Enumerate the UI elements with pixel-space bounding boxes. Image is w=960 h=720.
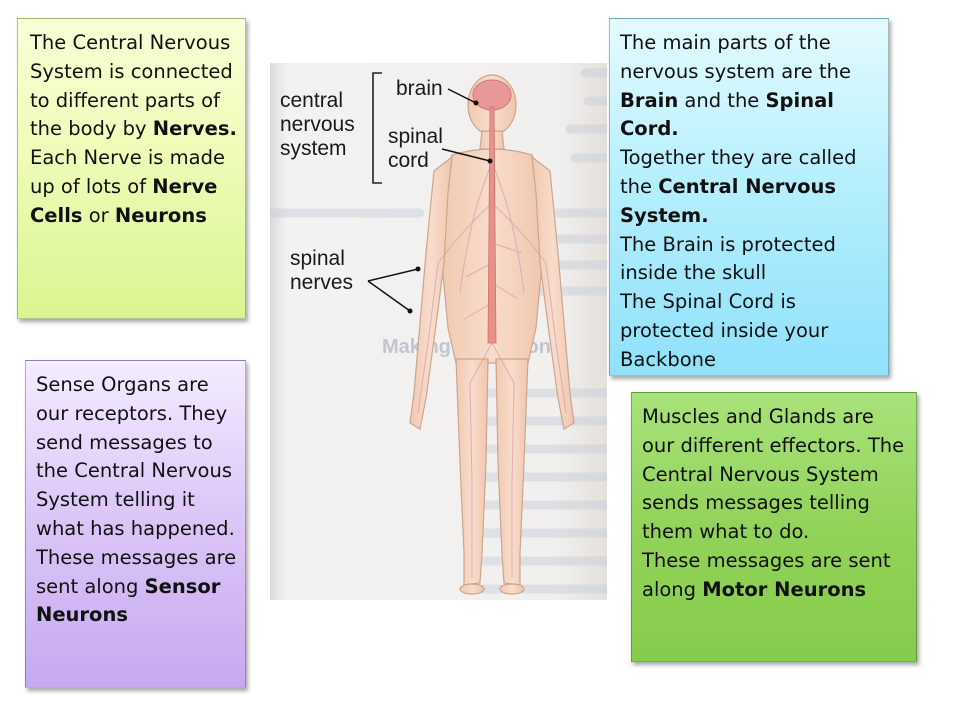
human-body	[409, 74, 575, 595]
main-bold-brain: Brain	[620, 88, 679, 112]
cns-text-3: or	[82, 203, 115, 227]
pointer-lines	[367, 88, 491, 312]
sense-organs-box: Sense Organs are our receptors. They sen…	[25, 360, 246, 688]
cns-bold-nerves: Nerves.	[152, 117, 237, 141]
cns-connection-box: The Central Nervous System is connected …	[17, 18, 246, 319]
cns-text-1: The Central Nervous System is connected …	[30, 31, 233, 141]
label-nervous: nervous	[280, 113, 355, 136]
sense-bold-sensor-neurons: Sensor Neurons	[36, 574, 221, 627]
label-central: central	[280, 89, 343, 112]
label-spinal-nerves-1: spinal	[290, 247, 345, 270]
label-spinal: spinal	[388, 125, 443, 148]
main-text-1: The main parts of the nervous system are…	[620, 31, 851, 83]
brain-shape	[472, 79, 512, 111]
main-text-4: The Brain is protected inside the skull …	[620, 232, 836, 371]
label-system: system	[280, 137, 347, 160]
sense-text-1: Sense Organs are our receptors. They sen…	[36, 373, 237, 598]
nervous-system-diagram: Making a reaction central nervous system…	[270, 63, 607, 600]
main-text-3: Together they are called the	[620, 146, 857, 198]
cns-bracket	[372, 72, 382, 184]
pointer-dots	[407, 100, 493, 314]
main-text-2: and the	[678, 88, 766, 112]
main-bold-cns: Central Nervous System.	[620, 174, 836, 227]
muscle-text-1: Muscles and Glands are our different eff…	[642, 405, 905, 601]
cns-bold-neurons: Neurons	[114, 203, 207, 227]
nerve-network	[417, 162, 567, 578]
spinal-cord-shape	[487, 106, 497, 344]
cns-text-2: Each Nerve is made up of lots of	[30, 146, 225, 198]
label-brain: brain	[396, 77, 443, 100]
main-parts-box: The main parts of the nervous system are…	[609, 18, 889, 376]
label-spinal-nerves-2: nerves	[290, 271, 353, 294]
muscles-glands-box: Muscles and Glands are our different eff…	[631, 392, 917, 662]
label-cord: cord	[388, 149, 429, 172]
main-bold-spinal-cord: Spinal Cord.	[620, 88, 834, 141]
cns-bold-nerve-cells: Nerve Cells	[30, 174, 218, 227]
muscle-bold-motor-neurons: Motor Neurons	[702, 577, 867, 601]
